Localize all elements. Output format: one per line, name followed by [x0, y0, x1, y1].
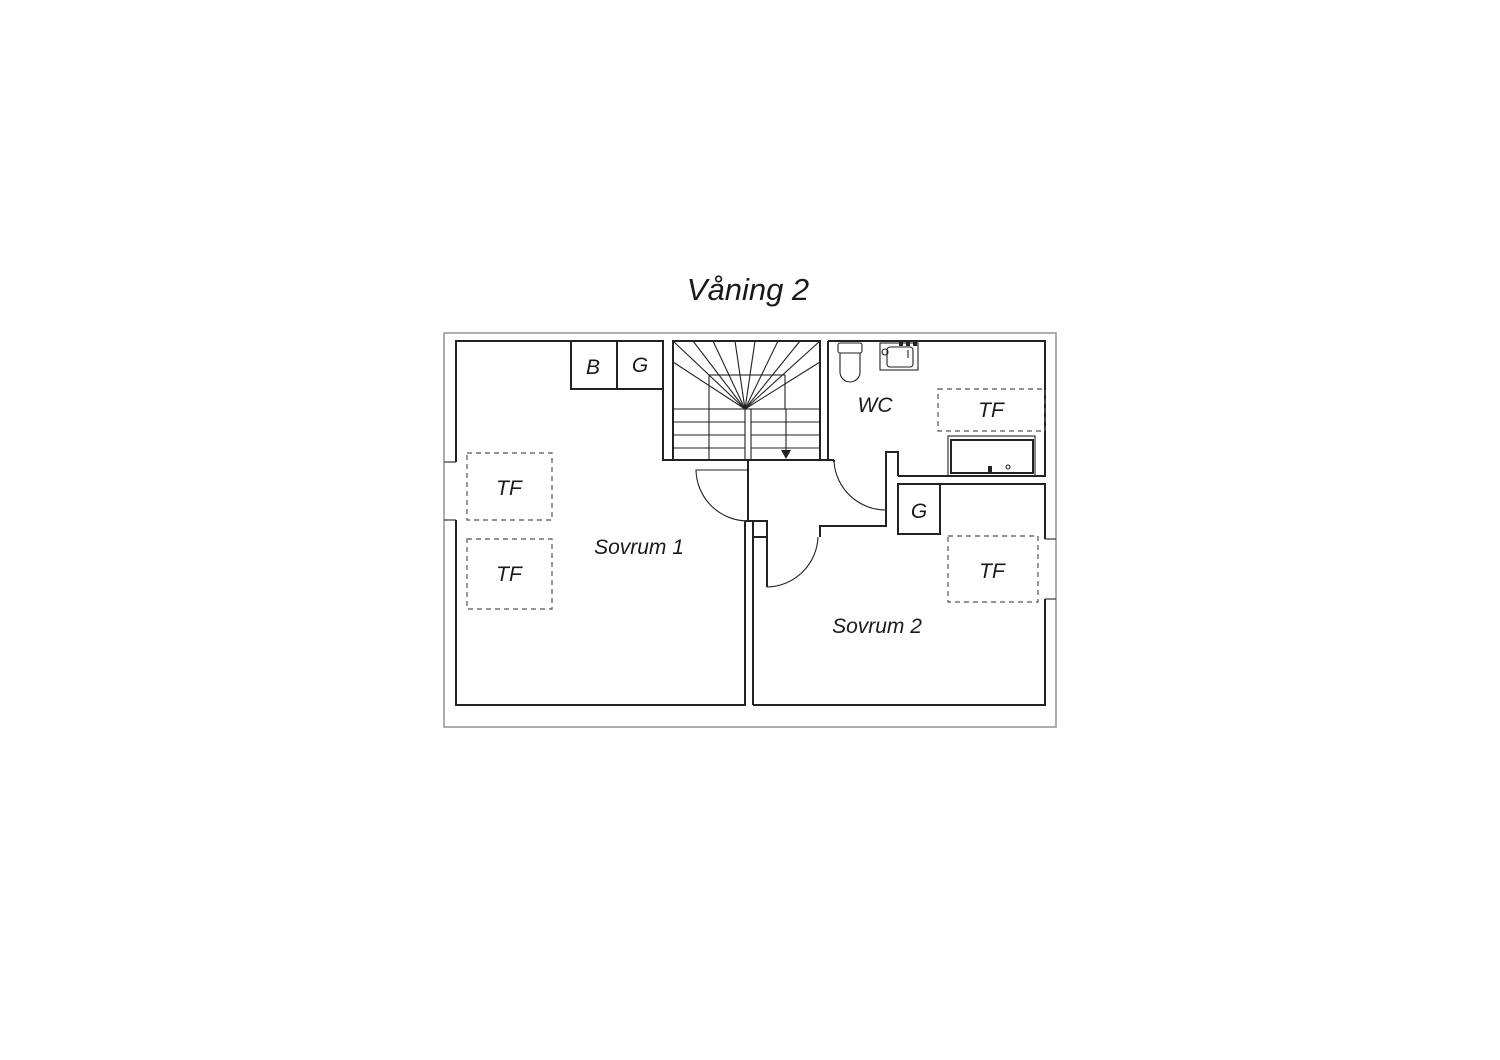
staircase	[672, 340, 821, 461]
tf-label-2: TF	[496, 563, 523, 586]
room-label-sovrum-2: Sovrum 2	[832, 615, 922, 638]
sovrum-2-walls	[753, 483, 1046, 706]
tf-label-1: TF	[496, 477, 523, 500]
door-sovrum-2	[766, 536, 819, 588]
closets-top	[570, 340, 664, 390]
room-label-sovrum-1: Sovrum 1	[594, 536, 684, 559]
sovrum-1-walls	[455, 340, 749, 706]
tf-area-4	[947, 535, 1039, 603]
closet-g-2-label: G	[911, 500, 927, 523]
closet-b-label: B	[586, 356, 600, 379]
closet-g-2	[897, 483, 941, 535]
hallway-walls	[745, 341, 899, 705]
bathtub-icon	[947, 435, 1036, 477]
door-sovrum-1	[695, 469, 749, 522]
floor-title: Våning 2	[687, 272, 809, 307]
room-label-wc: WC	[858, 394, 894, 417]
tf-label-4: TF	[979, 560, 1006, 583]
toilet-icon	[837, 342, 863, 383]
door-wc	[833, 460, 887, 511]
tf-area-3	[937, 388, 1046, 432]
sink-icon	[879, 341, 919, 371]
outer-wall	[443, 332, 1057, 728]
tf-area-1	[466, 452, 553, 521]
tf-label-3: TF	[978, 399, 1005, 422]
closet-g-label: G	[632, 354, 648, 377]
tf-area-2	[466, 538, 553, 610]
